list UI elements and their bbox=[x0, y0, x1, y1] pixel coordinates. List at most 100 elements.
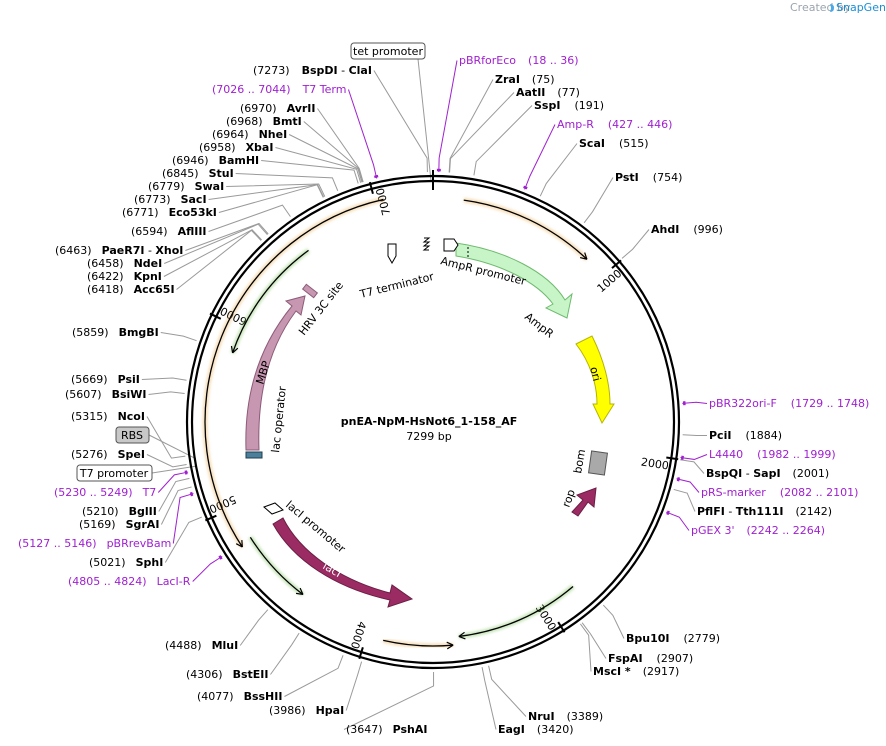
label-bmti[interactable]: (6968)BmtI bbox=[226, 115, 302, 128]
label-pflfi[interactable]: PflFI - Tth111I(2142) bbox=[697, 505, 832, 518]
leader-pbrrevbam bbox=[172, 493, 194, 544]
tet-promoter-label[interactable]: tet promoter bbox=[353, 45, 423, 58]
left-labels: (7273)BspDI - ClaI (7026 .. 7044)T7 Term… bbox=[18, 64, 427, 736]
t7-promoter-label[interactable]: T7 promoter bbox=[79, 467, 149, 480]
orf-arc-1 bbox=[463, 199, 588, 260]
label-bpu10i[interactable]: Bpu10I(2779) bbox=[626, 632, 720, 645]
label-prs-marker[interactable]: pRS-marker(2082 .. 2101) bbox=[701, 486, 858, 499]
label-bglii[interactable]: (5210)BglII bbox=[82, 505, 157, 518]
label-sspi[interactable]: SspI(191) bbox=[534, 99, 604, 112]
orf-arcs bbox=[202, 196, 589, 650]
laci-arrow bbox=[272, 517, 414, 608]
plasmid-length: 7299 bp bbox=[406, 430, 451, 443]
leader-prs-marker bbox=[676, 478, 700, 493]
label-psti[interactable]: PstI(754) bbox=[615, 171, 682, 184]
label-nhei[interactable]: (6964)NheI bbox=[212, 128, 287, 141]
leader-nhei bbox=[288, 134, 363, 183]
leader-bsteii bbox=[270, 632, 300, 675]
label-ncoi[interactable]: (5315)NcoI bbox=[71, 410, 145, 423]
label-ahdi[interactable]: AhdI(996) bbox=[651, 223, 723, 236]
label-sphi[interactable]: (5021)SphI bbox=[89, 556, 163, 569]
label-ndei[interactable]: (6458)NdeI bbox=[87, 257, 162, 270]
leader-zrai bbox=[448, 79, 494, 173]
label-bsshii[interactable]: (4077)BssHII bbox=[197, 690, 282, 703]
label-laci-r[interactable]: (4805 .. 4824)LacI-R bbox=[68, 575, 191, 588]
label-avrii[interactable]: (6970)AvrII bbox=[240, 102, 315, 115]
label-pshai[interactable]: (3647)PshAI bbox=[346, 723, 427, 736]
primer-mark-l4440 bbox=[680, 455, 684, 460]
t7-promoter-box bbox=[76, 464, 153, 482]
tick-7000 bbox=[368, 181, 374, 195]
label-bspdi[interactable]: (7273)BspDI - ClaI bbox=[253, 64, 372, 77]
label-afliii[interactable]: (6594)AflIII bbox=[131, 225, 207, 238]
primer-binding-marks bbox=[184, 168, 686, 560]
label-eco53ki[interactable]: (6771)Eco53kI bbox=[122, 206, 217, 219]
orf-arc-3-arrowhead bbox=[446, 641, 454, 650]
label-xbai[interactable]: (6958)XbaI bbox=[199, 141, 273, 154]
leader-afliii bbox=[208, 204, 291, 232]
label-bmgbi[interactable]: (5859)BmgBI bbox=[72, 326, 159, 339]
leader-fspai bbox=[581, 622, 607, 659]
label-eagi[interactable]: EagI(3420) bbox=[498, 723, 573, 736]
orf-arc-1-arrowhead bbox=[579, 252, 588, 260]
label-stui[interactable]: (6845)StuI bbox=[162, 167, 234, 180]
right-labels: pBRforEco(18 .. 36) ZraI(75) AatII(77) S… bbox=[459, 54, 869, 736]
label-mlui[interactable]: (4488)MluI bbox=[165, 639, 238, 652]
snapgene-logo-icon bbox=[830, 4, 834, 12]
primer-mark-pbrrevbam bbox=[189, 491, 194, 497]
label-nrui[interactable]: NruI(3389) bbox=[528, 710, 603, 723]
leader-pflfi bbox=[673, 488, 696, 512]
label-pgex3[interactable]: pGEX 3'(2242 .. 2264) bbox=[691, 524, 825, 537]
lac-operator-block bbox=[245, 451, 263, 459]
label-pbr322ori-f[interactable]: pBR322ori-F(1729 .. 1748) bbox=[709, 397, 869, 410]
leader-nrui bbox=[488, 665, 527, 717]
t7-terminator-glyph bbox=[387, 243, 397, 265]
label-bsiwi[interactable]: (5607)BsiWI bbox=[65, 388, 147, 401]
primer-mark-pgex3 bbox=[666, 510, 670, 516]
label-t7-term[interactable]: (7026 .. 7044)T7 Term bbox=[212, 83, 346, 96]
label-pbrforeco[interactable]: pBRforEco(18 .. 36) bbox=[459, 54, 579, 67]
ampr-label: AmpR bbox=[522, 310, 556, 341]
rop-label: rop bbox=[560, 488, 578, 509]
label-sgrai[interactable]: (5169)SgrAI bbox=[79, 518, 159, 531]
leader-bspqi bbox=[680, 459, 705, 474]
leader-l4440 bbox=[680, 454, 708, 460]
tick-label-4000: 4000 bbox=[348, 620, 369, 651]
leader-eco53ki bbox=[218, 184, 324, 213]
label-saci[interactable]: (6773)SacI bbox=[134, 193, 207, 206]
label-amp-r-primer[interactable]: Amp-R(427 .. 446) bbox=[557, 118, 672, 131]
label-swai[interactable]: (6779)SwaI bbox=[148, 180, 224, 193]
leader-sgrai bbox=[160, 486, 192, 525]
label-msci[interactable]: MscI *(2917) bbox=[593, 665, 679, 678]
label-t7-primer[interactable]: (5230 .. 5249)T7 bbox=[54, 486, 156, 499]
label-paer7i[interactable]: (6463)PaeR7I - XhoI bbox=[55, 244, 183, 257]
label-spei[interactable]: (5276)SpeI bbox=[71, 448, 145, 461]
leader-pcii bbox=[682, 434, 708, 436]
tick-3000 bbox=[557, 621, 566, 633]
boxed-labels: tet promoter RBS T7 promoter bbox=[76, 42, 426, 482]
rbs-box bbox=[115, 426, 150, 444]
rbs-label[interactable]: RBS bbox=[121, 429, 143, 442]
leader-paer7i bbox=[185, 222, 269, 251]
label-pcii[interactable]: PciI(1884) bbox=[709, 429, 782, 442]
label-l4440[interactable]: L4440(1982 .. 1999) bbox=[709, 448, 836, 461]
label-aatii[interactable]: AatII(77) bbox=[516, 86, 580, 99]
mbp-label: MBP bbox=[253, 359, 273, 386]
primer-mark-t7-primer bbox=[184, 470, 188, 475]
orf-arc-6-arrowhead bbox=[230, 345, 239, 354]
leader-bsshii bbox=[284, 655, 344, 697]
label-scai[interactable]: ScaI(515) bbox=[579, 137, 649, 150]
label-acc65i[interactable]: (6418)Acc65I bbox=[87, 283, 175, 296]
label-bamhi[interactable]: (6946)BamHI bbox=[172, 154, 259, 167]
label-pbrrevbam[interactable]: (5127 .. 5146)pBRrevBam bbox=[18, 537, 171, 550]
label-psii[interactable]: (5669)PsiI bbox=[71, 373, 140, 386]
orf-arc-4 bbox=[249, 536, 304, 595]
label-bsteii[interactable]: (4306)BstEII bbox=[186, 668, 268, 681]
label-bspqi[interactable]: BspQI - SapI(2001) bbox=[706, 467, 829, 480]
label-hpai[interactable]: (3986)HpaI bbox=[269, 704, 344, 717]
label-zrai[interactable]: ZraI(75) bbox=[495, 73, 555, 86]
leader-bsiwi bbox=[148, 391, 185, 395]
label-kpni[interactable]: (6422)KpnI bbox=[87, 270, 162, 283]
label-fspai[interactable]: FspAI(2907) bbox=[608, 652, 693, 665]
